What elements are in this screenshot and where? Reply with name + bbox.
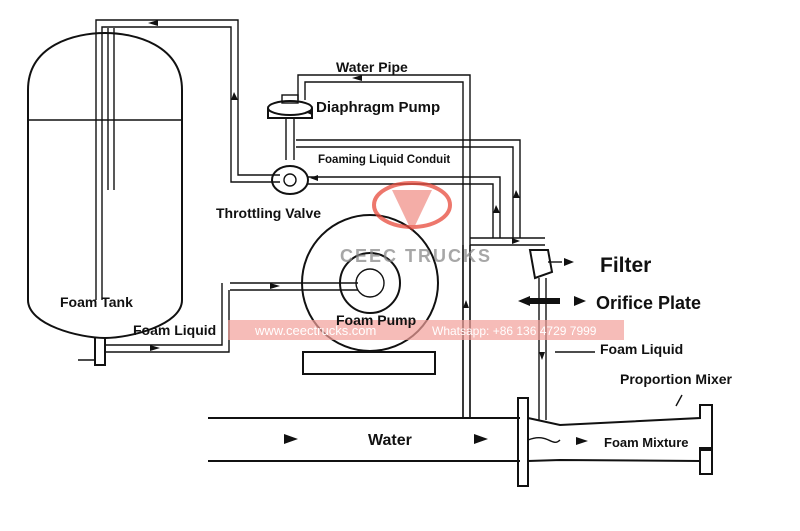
watermark-website: www.ceectrucks.com bbox=[254, 323, 376, 338]
watermark-banner: www.ceectrucks.com Whatsapp: +86 136 472… bbox=[228, 320, 624, 340]
label-foam-pump: Foam Pump bbox=[336, 312, 416, 328]
label-orifice-plate: Orifice Plate bbox=[596, 293, 701, 313]
foaming-liquid-conduit bbox=[296, 139, 521, 238]
label-water: Water bbox=[368, 432, 412, 449]
label-diaphragm-pump: Diaphragm Pump bbox=[316, 99, 440, 116]
diaphragm-pump bbox=[267, 94, 313, 160]
label-proportion-mixer: Proportion Mixer bbox=[620, 371, 733, 387]
pump-to-filter-pipe bbox=[470, 237, 545, 246]
watermark-phone: Whatsapp: +86 136 4729 7999 bbox=[432, 324, 597, 338]
filter bbox=[528, 249, 574, 280]
tank-internal-pipes bbox=[95, 28, 115, 300]
throttling-valve bbox=[271, 165, 318, 195]
label-foam-tank: Foam Tank bbox=[60, 294, 133, 310]
water-main-pipe bbox=[208, 417, 520, 462]
label-foam-mixture: Foam Mixture bbox=[604, 435, 689, 450]
orifice-plate bbox=[518, 296, 586, 306]
foam-liquid-down-pipe bbox=[538, 278, 595, 420]
valve-to-filter-pipe bbox=[308, 176, 501, 238]
label-throttling-valve: Throttling Valve bbox=[216, 205, 321, 221]
foam-liquid-pipe-left bbox=[105, 283, 230, 353]
proportion-mixer bbox=[517, 394, 713, 487]
foam-tank bbox=[27, 31, 183, 366]
tank-return-pipe bbox=[95, 19, 280, 183]
label-foam-liquid-left: Foam Liquid bbox=[133, 322, 216, 338]
label-foaming-liquid-conduit: Foaming Liquid Conduit bbox=[318, 154, 450, 166]
watermark-brand: CEEC TRUCKS bbox=[340, 246, 492, 266]
label-filter: Filter bbox=[600, 254, 651, 277]
foam-pump bbox=[230, 214, 439, 375]
label-water-pipe: Water Pipe bbox=[336, 59, 408, 75]
label-foam-liquid-right: Foam Liquid bbox=[600, 341, 683, 357]
ceec-logo-watermark: CEEC TRUCKS bbox=[340, 181, 492, 266]
